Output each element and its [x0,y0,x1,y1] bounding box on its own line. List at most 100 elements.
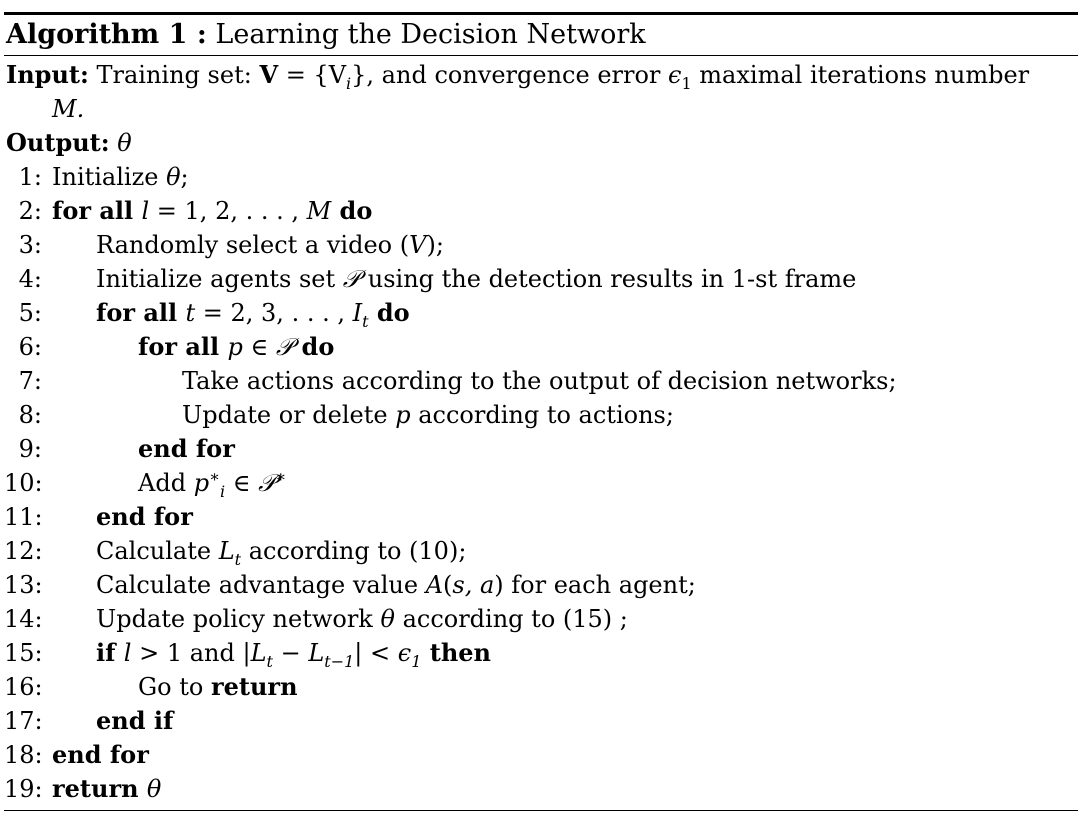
line-number: 1: [18,163,42,191]
line-statement: Initialize agents set 𝒫 using the detect… [96,262,856,296]
statement-token: Take actions according to the output of … [182,367,897,395]
statement-token: do [368,298,410,327]
statement-token: ); [426,231,444,259]
line-number: 17: [4,707,43,735]
statement-token: θ [146,775,162,803]
input-eps: ϵ [668,61,682,89]
line-number: 7: [18,367,42,395]
statement-token: > 1 and | [131,639,251,667]
line-statement: Initialize θ; [52,160,189,194]
statement-token: according to actions; [410,401,674,429]
algorithm-line: 6:for all p ∈ 𝒫 do [4,330,1078,364]
line-statement: Add p∗i ∈ 𝒫∗ [138,466,286,500]
statement-token: M [306,197,332,225]
line-statement: end for [52,738,149,772]
line-number: 15: [4,639,43,667]
input-set-close: }, and convergence error [351,61,669,89]
title-rule [4,55,1078,56]
line-number: 18: [4,741,43,769]
statement-token: t [266,651,273,671]
line-statement: for all l = 1, 2, . . . , M do [52,194,372,228]
line-statement: Update or delete p according to actions; [182,398,674,432]
statement-token: according to (15) ; [394,605,628,633]
algorithm-line: 1: Initialize θ; [4,160,1078,194]
algorithm-line: 5: for all t = 2, 3, . . . , It do [4,296,1078,330]
statement-token: t−1 [324,651,355,671]
statement-token: Calculate advantage value [96,571,426,599]
line-statement: end for [138,432,235,466]
bottom-rule [4,810,1078,811]
statement-token: do [331,196,373,225]
statement-token: for all [52,196,142,225]
algorithm-line: 11: end for [4,500,1078,534]
statement-token: for all [96,298,186,327]
algorithm-line: 16: Go to return [4,670,1078,704]
statement-token: end for [138,434,235,463]
line-number: 19: [4,775,43,803]
line-statement: Update policy network θ according to (15… [96,602,628,636]
line-number: 14: [4,605,43,633]
statement-token: − [272,639,309,667]
statement-token: 𝒫 [342,265,361,293]
input-set-def: = {V [278,61,347,89]
line-number: 4: [18,265,42,293]
statement-token: i [219,481,226,501]
statement-token: l [141,197,150,225]
statement-token: return [210,672,298,701]
statement-token: do [293,332,335,361]
line-number: 16: [4,673,43,701]
algorithm-line: 12:Calculate Lt according to (10); [4,534,1078,568]
algorithm-line: 7: Take actions according to the output o… [4,364,1078,398]
line-statement: Take actions according to the output of … [182,364,897,398]
algorithm-line: 3:Randomly select a video (V); [4,228,1078,262]
input-set-symbol: V [259,60,279,89]
statement-token: A [425,571,444,599]
algorithm-line: 18: end for [4,738,1078,772]
statement-token: Go to [138,673,211,701]
statement-token: Calculate [96,537,219,565]
statement-token: ϵ [397,639,412,667]
statement-token: V [409,231,427,259]
line-number: 9: [18,435,42,463]
input-text-b: maximal iterations number [691,61,1030,89]
input-text: Training set: [96,61,260,89]
statement-token: | < [354,639,398,667]
line-statement: end if [96,704,173,738]
statement-token: ; [180,163,189,191]
line-statement: if l > 1 and |Lt − Lt−1| < ϵ1 then [96,636,491,670]
statement-token: I [352,299,363,327]
algorithm-name: Learning the Decision Network [215,19,646,50]
output-label: Output: [6,128,110,157]
statement-token: then [421,638,491,667]
statement-token: ∈ [242,333,276,361]
line-number: 11: [4,503,43,531]
statement-token: Update or delete [182,401,396,429]
statement-token: ∗ [209,467,220,486]
statement-token: if [96,638,124,667]
statement-token: Update policy network [96,605,381,633]
statement-token: end for [96,502,193,531]
algorithm-line: 13: Calculate advantage value A(s, a) for… [4,568,1078,602]
input-eps-sub: 1 [681,73,692,93]
statement-token: s, a [452,571,495,599]
line-statement: return θ [52,772,161,806]
statement-token: l [123,639,132,667]
algorithm-title: Algorithm 1 : Learning the Decision Netw… [4,15,1078,55]
algorithm-line: 15: if l > 1 and |Lt − Lt−1| < ϵ1 then [4,636,1078,670]
line-statement: Calculate advantage value A(s, a) for ea… [96,568,696,602]
statement-token: for all [138,332,228,361]
algorithm-line: 17: end if [4,704,1078,738]
statement-token: 𝒫 [275,333,294,361]
line-number: 5: [18,299,42,327]
algorithm-line: 4: Initialize agents set 𝒫 using the dete… [4,262,1078,296]
statement-token: t [234,549,242,569]
statement-token: ( [443,571,453,599]
line-number: 13: [4,571,43,599]
input-set-sub: i [346,73,352,93]
line-statement: Go to return [138,670,298,704]
statement-token: Add [138,469,194,497]
statement-token: p [227,333,243,361]
statement-token: end for [52,740,149,769]
line-statement: for all t = 2, 3, . . . , It do [96,296,410,330]
statement-token: = 1, 2, . . . , [149,197,307,225]
